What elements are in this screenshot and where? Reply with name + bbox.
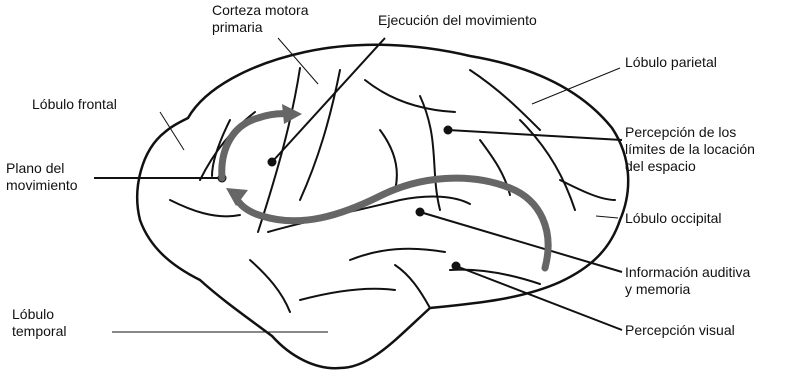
arrowheads: [226, 104, 302, 206]
label-corteza-motora: Corteza motora primaria: [212, 2, 309, 35]
leader-lobulo-frontal: [159, 111, 185, 151]
leader-lobulo-parietal: [531, 67, 621, 105]
leader-ejecucion: [271, 37, 386, 163]
leader-lobulo-occipital: [595, 215, 619, 219]
label-ejecucion-movimiento: Ejecución del movimiento: [378, 12, 537, 28]
leader-corteza-motora: [277, 37, 319, 85]
brain-outline: [136, 43, 630, 370]
dot-informacion-auditiva: [415, 207, 425, 217]
label-informacion-auditiva: Información auditiva y memoria: [625, 264, 751, 297]
dot-ejecucion: [267, 157, 277, 167]
leader-informacion-auditiva: [419, 211, 623, 273]
arrow-sensory-loop: [232, 174, 552, 272]
arrow-to-motor-cortex: [218, 110, 294, 182]
label-lobulo-parietal: Lóbulo parietal: [625, 54, 717, 70]
label-lobulo-frontal: Lóbulo frontal: [32, 96, 117, 112]
leader-lines: [94, 37, 623, 333]
leader-percepcion-visual: [455, 265, 623, 331]
label-lobulo-occipital: Lóbulo occipital: [625, 210, 722, 226]
arrowhead-planning: [226, 188, 248, 206]
label-plano-movimiento: Plano del movimiento: [6, 160, 78, 193]
flow-arrows: [218, 110, 552, 272]
label-lobulo-temporal: Lóbulo temporal: [12, 306, 67, 339]
dot-percepcion-visual: [451, 261, 461, 271]
label-percepcion-visual: Percepción visual: [625, 322, 735, 338]
brain-folds: [169, 67, 616, 313]
arrowhead-motor-cortex: [282, 104, 302, 124]
dot-percepcion-limites: [443, 125, 453, 135]
leader-percepcion-limites: [447, 129, 623, 141]
label-percepcion-limites: Percepción de los límites de la locación…: [625, 124, 755, 174]
